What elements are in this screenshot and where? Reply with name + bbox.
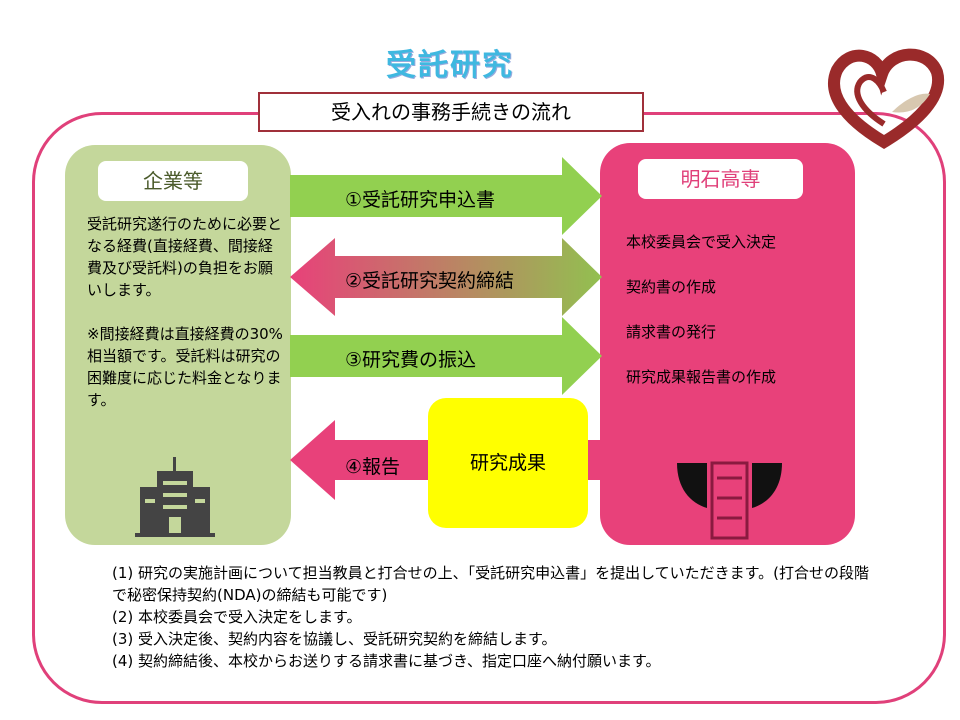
college-emblem-icon <box>677 461 782 540</box>
note-item: (4) 契約締結後、本校からお送りする請求書に基づき、指定口座へ納付願います。 <box>112 652 661 670</box>
page-title: 受託研究 <box>386 48 514 83</box>
company-text: 受託研究遂行のために必要となる経費(直接経費、間接経費及び受託料)の負担をお願い… <box>87 215 283 409</box>
research-result-box: 研究成果 <box>428 398 588 528</box>
arrow-label-application: ①受託研究申込書 <box>345 189 496 211</box>
note-item: (2) 本校委員会で受入決定をします。 <box>112 608 362 626</box>
college-panel: 明石高専 本校委員会で受入決定 契約書の作成 請求書の発行 研究成果報告書の作成 <box>600 143 855 545</box>
arrow-contract <box>290 238 602 316</box>
college-header: 明石高専 <box>638 159 803 199</box>
college-item: 本校委員会で受入決定 <box>626 233 777 251</box>
college-item: 請求書の発行 <box>626 323 717 341</box>
company-header: 企業等 <box>98 161 248 201</box>
company-panel: 企業等 受託研究遂行のために必要となる経費(直接経費、間接経費及び受託料)の負担… <box>65 145 291 545</box>
college-item: 契約書の作成 <box>626 278 717 296</box>
college-item: 研究成果報告書の作成 <box>626 368 777 386</box>
arrow-label-contract: ②受託研究契約締結 <box>345 270 515 292</box>
arrow-label-payment: ③研究費の振込 <box>345 349 477 371</box>
building-icon <box>135 457 215 537</box>
notes: (1) 研究の実施計画について担当教員と打合せの上、「受託研究申込書」を提出して… <box>112 562 872 672</box>
note-item: (3) 受入決定後、契約内容を協議し、受託研究契約を締結します。 <box>112 630 557 648</box>
subtitle-box: 受入れの事務手続きの流れ <box>258 92 644 132</box>
arrow-label-report: ④報告 <box>345 456 401 478</box>
arrow-payment <box>290 317 602 395</box>
heart-logo-icon <box>828 48 945 150</box>
arrow-application <box>290 157 602 235</box>
note-item: (1) 研究の実施計画について担当教員と打合せの上、「受託研究申込書」を提出して… <box>112 564 869 604</box>
